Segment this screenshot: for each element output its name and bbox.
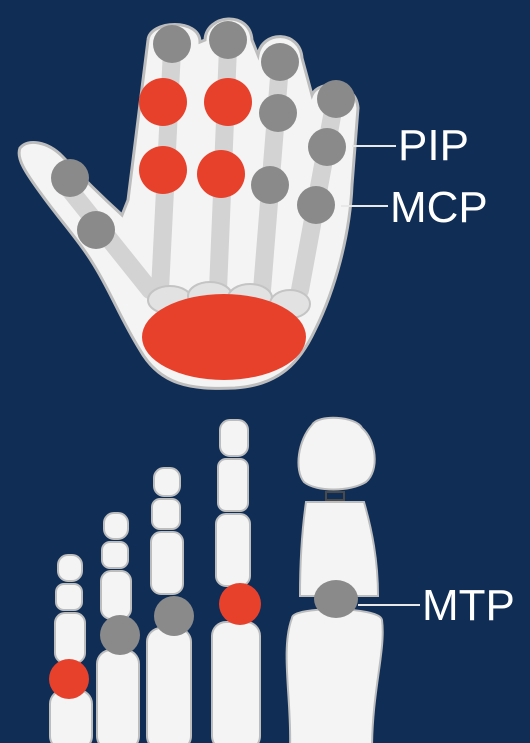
joint-toe5-mtp	[49, 659, 89, 699]
toe3-distal-bone	[154, 468, 180, 496]
pip-label: PIP	[398, 121, 469, 170]
toe4-middle-bone	[102, 542, 128, 568]
toe5-distal-bone	[58, 555, 82, 581]
joint-little-pip	[308, 128, 346, 166]
toe2-distal-bone	[220, 420, 248, 456]
toe2-proximal-bone	[216, 514, 250, 586]
toe3-metatarsal	[147, 628, 191, 743]
joint-toe2-mtp	[219, 583, 261, 625]
mcp-label: MCP	[390, 183, 488, 232]
joint-middle-dip	[209, 21, 247, 59]
joint-toe4-mtp	[100, 615, 140, 655]
toe2-middle-bone	[218, 459, 248, 511]
toe3-middle-bone	[152, 499, 180, 529]
mtp-label: MTP	[422, 581, 515, 630]
joint-index-pip	[139, 78, 187, 126]
joint-little-dip	[317, 80, 355, 118]
toe3-proximal-bone	[151, 532, 183, 594]
joint-ring-mcp	[251, 166, 289, 204]
joint-ring-pip	[259, 94, 297, 132]
toe2-metatarsal	[212, 622, 260, 743]
joint-index-dip	[153, 25, 191, 63]
joint-hallux-mtp	[314, 580, 358, 618]
toe4-metatarsal	[97, 650, 139, 743]
toe4-distal-bone	[104, 513, 128, 539]
hallux-metatarsal	[287, 609, 383, 743]
joint-index-mcp	[139, 146, 187, 194]
hallux-distal-bone	[298, 418, 374, 490]
joint-wrist	[142, 294, 306, 380]
joint-middle-pip	[204, 78, 252, 126]
joint-middle-mcp	[197, 150, 245, 198]
joint-little-mcp	[297, 186, 335, 224]
joint-thumb-mcp	[77, 211, 115, 249]
joint-toe3-mtp	[154, 596, 194, 636]
joint-thumb-ip	[51, 159, 89, 197]
toe4-proximal-bone	[101, 571, 131, 619]
joint-ring-dip	[261, 43, 299, 81]
toe5-middle-bone	[56, 584, 82, 610]
toe5-proximal-bone	[55, 613, 85, 663]
